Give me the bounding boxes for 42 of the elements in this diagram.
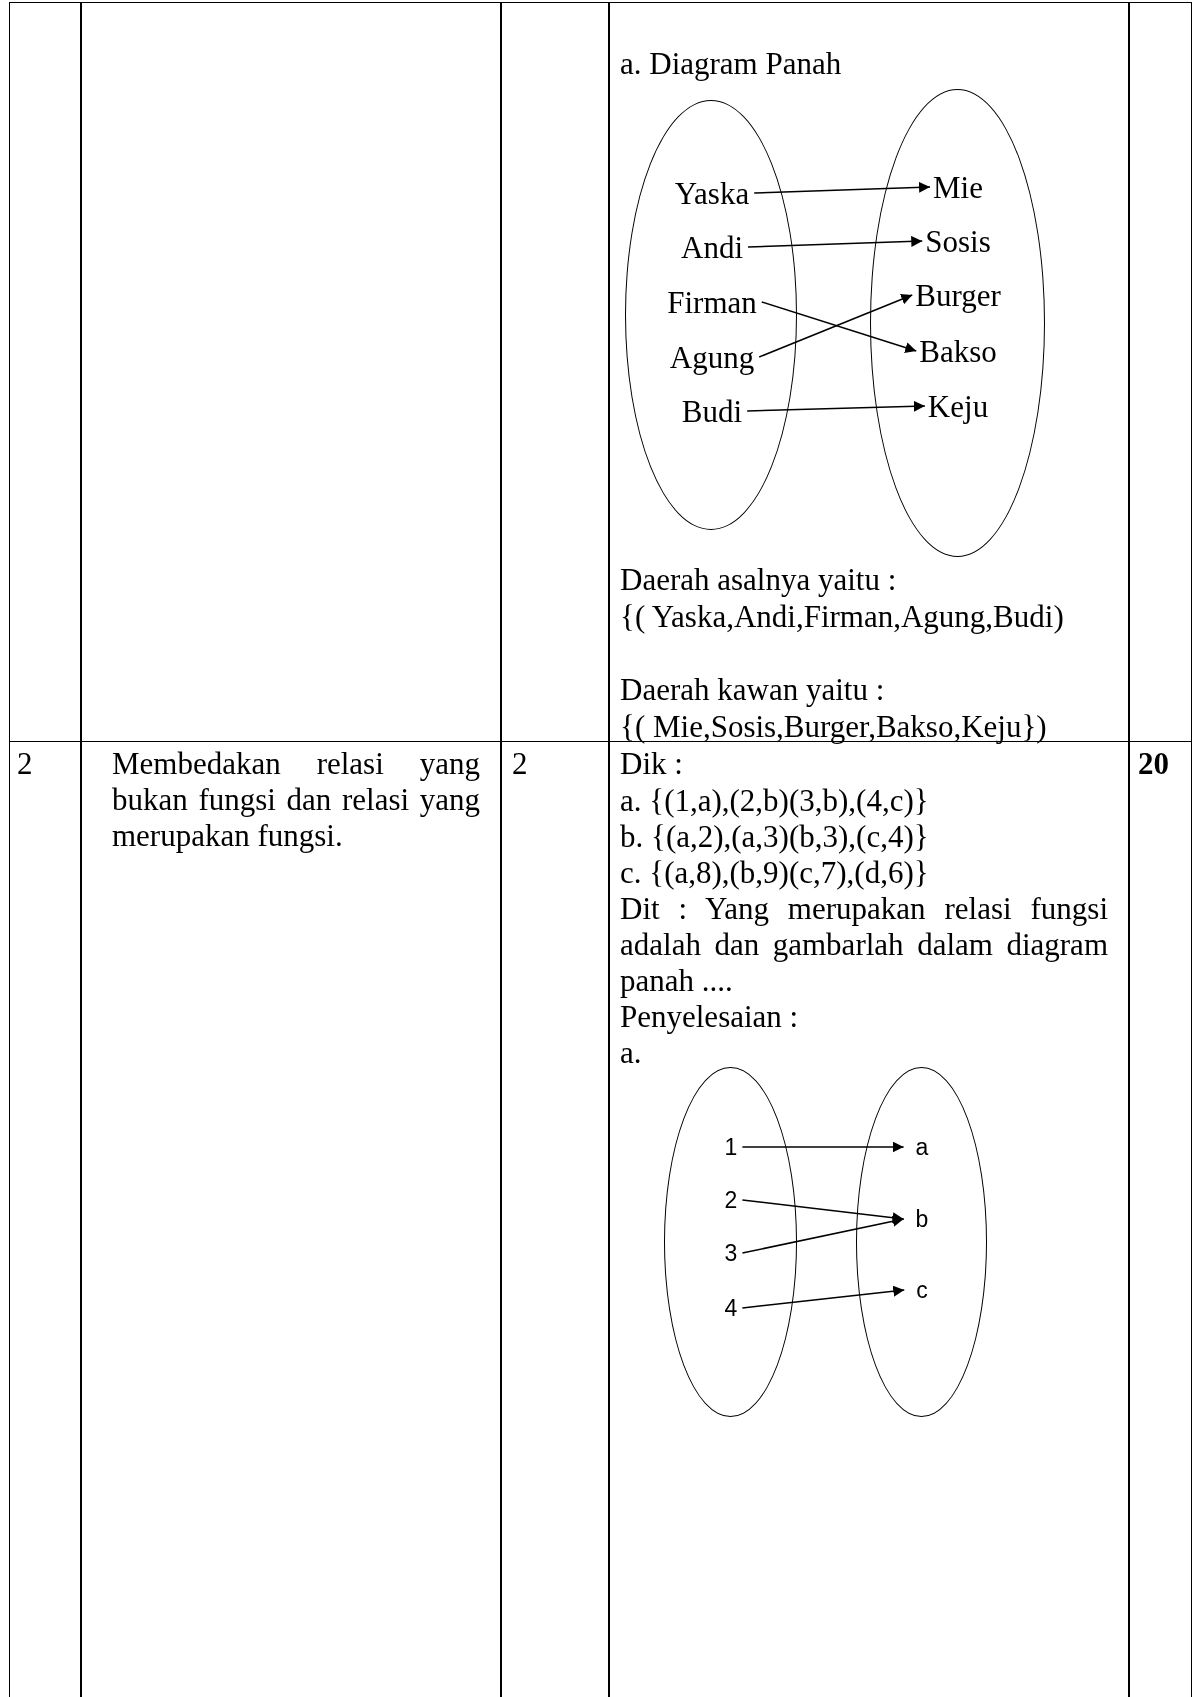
set-element: Andi — [681, 231, 743, 263]
set-element: Bakso — [919, 335, 997, 367]
table-number: 2 — [17, 746, 33, 782]
set-element: a — [915, 1135, 929, 1159]
arrow — [741, 1141, 905, 1153]
text-line: Membedakan relasi yang bukan fungsi dan relasi yang merupakan fungsi. — [112, 746, 480, 854]
set-element: Mie — [933, 171, 983, 203]
text-line: a. {(1,a),(2,b)(3,b),(4,c)} — [620, 783, 929, 819]
arrow — [761, 301, 917, 353]
set-element: 1 — [724, 1135, 738, 1159]
set-element: Sosis — [925, 225, 991, 257]
arrow — [746, 400, 926, 412]
text-line: Daerah kawan yaitu : — [620, 672, 885, 708]
set-element: 4 — [724, 1296, 738, 1320]
arrow — [741, 1199, 905, 1224]
text-line: Daerah asalnya yaitu : — [620, 562, 897, 598]
text-line: a. Diagram Panah — [620, 46, 842, 82]
text-line: c. {(a,8),(b,9)(c,7),(d,6)} — [620, 855, 929, 891]
set-element: Burger — [915, 279, 1001, 311]
set-element: 3 — [724, 1241, 738, 1265]
text-line: {( Mie,Sosis,Burger,Bakso,Keju}) — [620, 709, 1047, 745]
set-element: 2 — [724, 1188, 738, 1212]
arrow — [758, 294, 913, 358]
text-line: Dik : — [620, 746, 683, 782]
arrow — [753, 181, 931, 194]
set-element: Keju — [927, 390, 989, 422]
table-number: 20 — [1138, 746, 1169, 782]
text-line: Dit : Yang merupakan relasi fungsi adalah dan gambarlah dalam diagram panah .... — [620, 891, 1108, 999]
arrow — [741, 1285, 905, 1309]
text-line: a. — [620, 1035, 642, 1071]
set-element: Budi — [681, 395, 743, 427]
text-line: {( Yaska,Andi,Firman,Agung,Budi) — [620, 599, 1064, 635]
arrow — [741, 1215, 905, 1254]
set-element: Agung — [669, 341, 755, 373]
arrow — [747, 235, 923, 248]
text-line: Penyelesaian : — [620, 999, 799, 1035]
set-element: c — [916, 1278, 928, 1302]
set-element: Firman — [667, 286, 757, 318]
text-line: b. {(a,2),(a,3)(b,3),(c,4)} — [620, 819, 929, 855]
set-element: Yaska — [674, 177, 750, 209]
set-element: b — [915, 1207, 929, 1231]
table-number: 2 — [512, 746, 528, 782]
